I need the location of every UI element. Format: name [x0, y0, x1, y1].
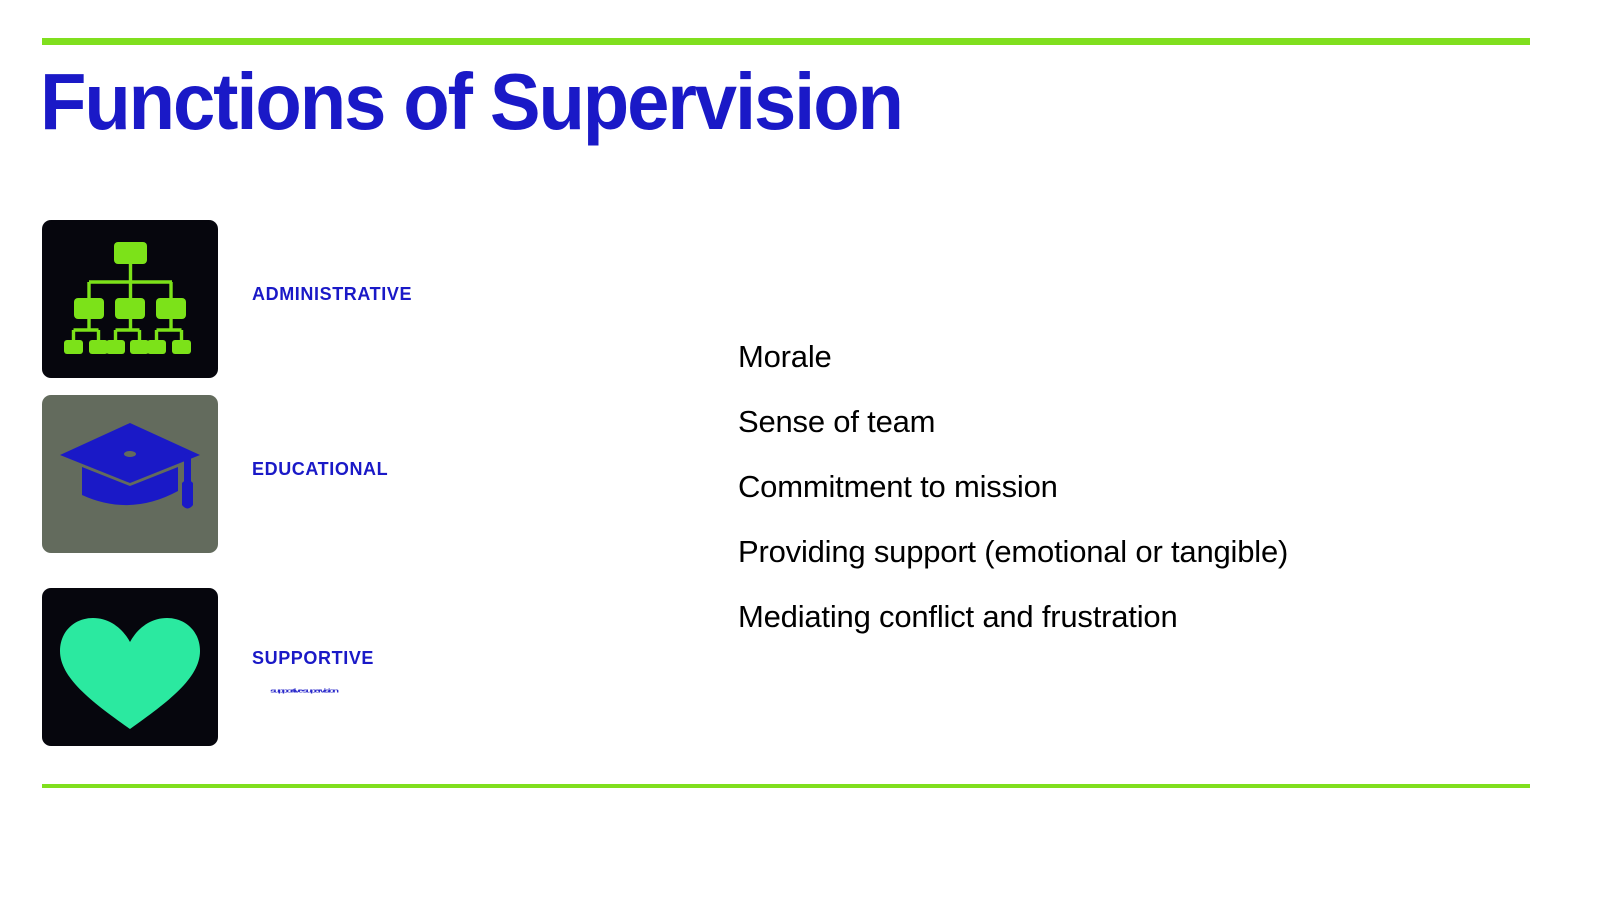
- function-row-supportive: SUPPORTIVE supportive supervision: [42, 588, 742, 746]
- supportive-points-list: Morale Sense of team Commitment to missi…: [738, 324, 1558, 649]
- function-label-administrative: ADMINISTRATIVE: [252, 284, 413, 304]
- list-item: Mediating conflict and frustration: [738, 599, 1178, 634]
- list-item: Morale: [738, 339, 832, 374]
- function-label-educational: EDUCATIONAL: [252, 459, 389, 479]
- top-divider-rule: [42, 38, 1530, 45]
- list-item: Sense of team: [738, 404, 936, 439]
- list-item: Commitment to mission: [738, 469, 1058, 504]
- function-sublabel-supportive: supportive supervision: [270, 688, 339, 694]
- bottom-divider-rule: [42, 784, 1530, 788]
- heart-icon: [42, 588, 218, 746]
- page-title: Functions of Supervision: [40, 57, 904, 146]
- function-row-educational: EDUCATIONAL: [42, 395, 742, 553]
- function-row-administrative: ADMINISTRATIVE: [42, 220, 742, 378]
- list-item: Providing support (emotional or tangible…: [738, 534, 1289, 569]
- graduation-cap-icon: [42, 395, 218, 553]
- org-chart-icon: [42, 220, 218, 378]
- function-label-supportive: SUPPORTIVE: [252, 648, 375, 668]
